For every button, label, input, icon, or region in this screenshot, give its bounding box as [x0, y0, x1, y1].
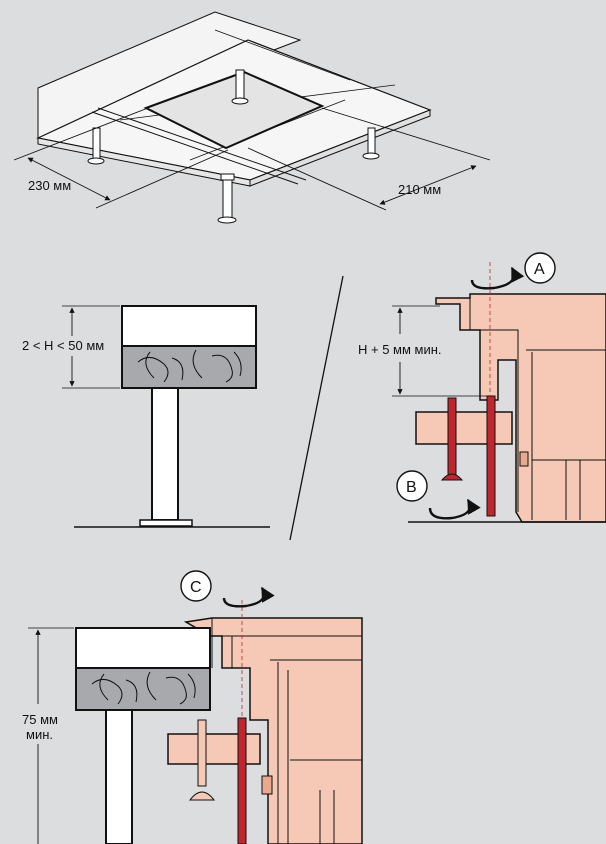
- min-height-label-line2: мин.: [26, 727, 53, 742]
- dimension-210-label: 210 мм: [398, 182, 441, 197]
- step-b-circle: [396, 470, 428, 502]
- side-screw: [447, 397, 457, 481]
- raised-floor-isometric: 230 мм 210 мм: [13, 11, 491, 224]
- pedestal-column: [151, 387, 179, 521]
- installed-device-detail: C 75 мм мин.: [22, 570, 363, 844]
- installed-vertical-screw: [237, 717, 247, 844]
- side-screw-head: [440, 473, 464, 481]
- installed-tile-wood: [75, 667, 211, 711]
- height-min-label: H + 5 мм мин.: [358, 342, 442, 357]
- step-a-label: A: [534, 261, 545, 278]
- tile-top-layer: [121, 305, 257, 347]
- separator-line: [289, 275, 344, 541]
- installed-side-screw: [197, 719, 207, 787]
- pedestal-base: [139, 519, 193, 527]
- rotation-arrow-b: [428, 498, 481, 520]
- dimension-210: 210 мм: [247, 107, 491, 211]
- device-housing-installed: [183, 617, 363, 844]
- vertical-screw: [486, 395, 496, 517]
- clamp-block: [415, 411, 513, 445]
- dimension-230-label: 230 мм: [28, 178, 71, 193]
- floor-tile-detail: 2 < H < 50 мм: [22, 305, 270, 528]
- installed-pedestal-column: [105, 709, 133, 844]
- dimension-230: 230 мм: [13, 107, 229, 209]
- step-b-label: B: [406, 479, 417, 496]
- device-clamp-detail: H + 5 мм мин. A B: [358, 252, 606, 523]
- cutout-opening: [143, 70, 325, 150]
- step-c-circle: [180, 570, 212, 602]
- rotation-arrow-a: [470, 266, 525, 290]
- step-c-label: C: [190, 579, 202, 596]
- height-range-label: 2 < H < 50 мм: [22, 338, 104, 353]
- tile-wood-core: [121, 345, 257, 389]
- min-height-label-line1: 75 мм: [22, 712, 58, 727]
- installed-side-screw-head: [188, 791, 216, 801]
- rotation-arrow-c: [222, 586, 275, 608]
- installed-tile-top: [75, 627, 211, 669]
- device-housing: [435, 293, 606, 523]
- step-a-circle: [524, 252, 556, 284]
